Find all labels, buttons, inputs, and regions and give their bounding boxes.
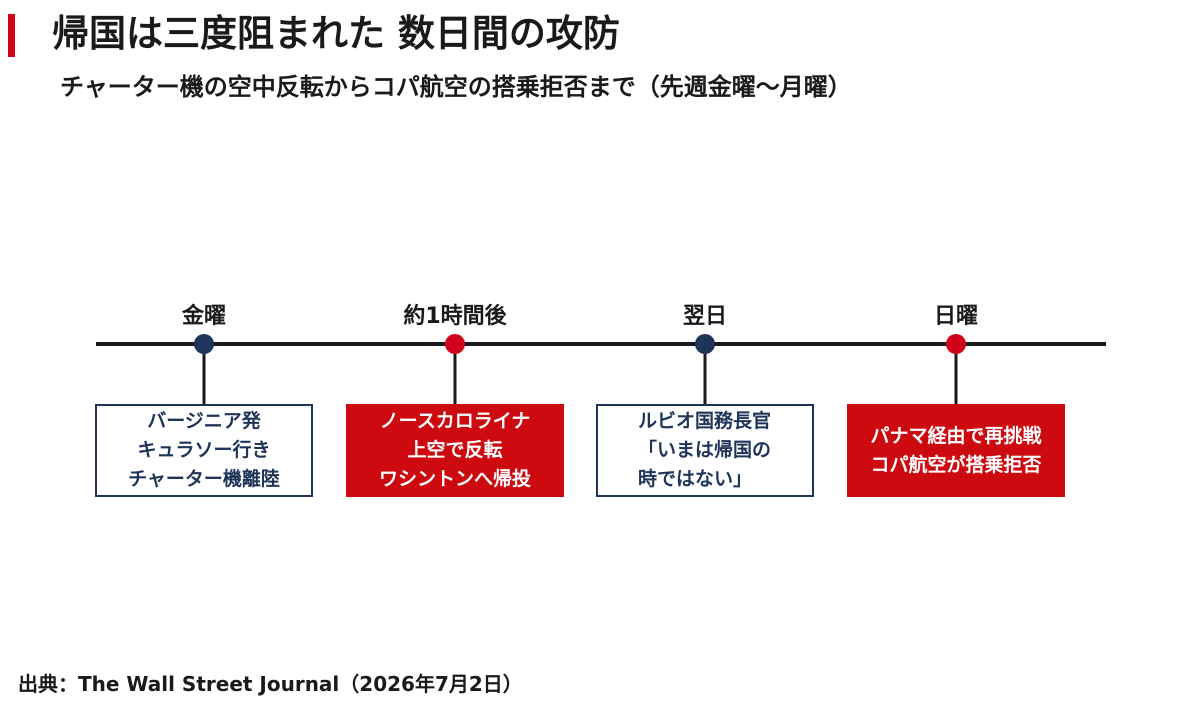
event-box-one-hour-later: ノースカロライナ 上空で反転 ワシントンへ帰投 [346,404,564,497]
event-text-line: 上空で反転 [407,439,503,461]
timeline-connector-one-hour-later [453,354,457,404]
event-box-friday: バージニア発 キュラソー行き チャーター機離陸 [95,404,313,497]
event-text-line: 時ではない」 [638,468,753,490]
page-title: 帰国は三度阻まれた 数日間の攻防 [52,12,620,55]
event-text-line: 「いまは帰国の [638,439,772,461]
title-accent-bar [8,14,15,57]
event-text-line: ノースカロライナ [379,410,531,432]
event-box-next-day: ルビオ国務長官 「いまは帰国の 時ではない」 [596,404,814,497]
event-text-line: コパ航空が搭乗拒否 [870,453,1042,476]
timeline-label-sunday: 日曜 [933,304,979,329]
event-text-line: チャーター機離陸 [128,468,280,490]
source-credit: 出典：The Wall Street Journal（2026年7月2日） [18,672,523,696]
timeline-axis [96,342,1106,346]
timeline-label-one-hour-later: 約1時間後 [403,304,507,329]
event-text-line: キュラソー行き [137,439,271,461]
timeline-marker-sunday [946,334,966,354]
timeline-label-next-day: 翌日 [682,304,728,329]
timeline-marker-friday [194,334,214,354]
timeline-marker-one-hour-later [445,334,465,354]
timeline-marker-next-day [695,334,715,354]
event-box-sunday: パナマ経由で再挑戦 コパ航空が搭乗拒否 [847,404,1065,497]
timeline-connector-next-day [703,354,707,404]
timeline-connector-friday [202,354,206,404]
event-text-line: ワシントンへ帰投 [378,468,531,490]
event-text-line: ルビオ国務長官 [638,410,772,432]
event-text-line: バージニア発 [147,410,261,432]
event-text-line: パナマ経由で再挑戦 [870,424,1042,447]
timeline-connector-sunday [954,354,958,404]
page-subtitle: チャーター機の空中反転からコパ航空の搭乗拒否まで（先週金曜〜月曜） [60,73,852,101]
timeline-label-friday: 金曜 [181,304,227,329]
